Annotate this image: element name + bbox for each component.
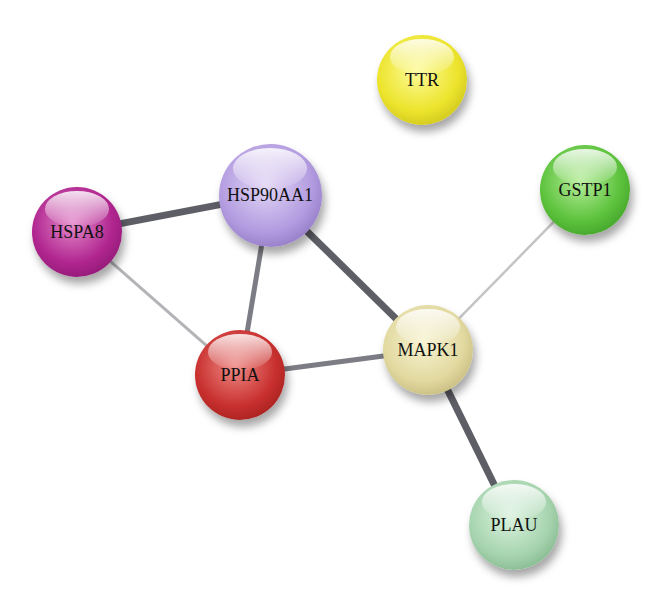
protein-node: MAPK1: [383, 305, 473, 395]
protein-node: PPIA: [195, 330, 285, 420]
node-label: TTR: [405, 70, 439, 91]
node-label: MAPK1: [397, 340, 458, 361]
interaction-edge: [109, 260, 207, 346]
gloss-highlight: [45, 191, 110, 227]
node-label: HSPA8: [50, 222, 103, 243]
interaction-edge: [447, 389, 495, 487]
protein-node: HSPA8: [32, 187, 122, 277]
interaction-edge: [458, 221, 555, 320]
node-label: HSP90AA1: [227, 185, 313, 206]
protein-node: GSTP1: [540, 145, 630, 235]
protein-node: HSP90AA1: [219, 144, 322, 247]
interaction-edge: [119, 204, 221, 224]
gloss-highlight: [553, 149, 618, 185]
node-label: GSTP1: [558, 180, 611, 201]
protein-node: PLAU: [469, 480, 559, 570]
node-label: PPIA: [220, 365, 259, 386]
gloss-highlight: [208, 334, 273, 370]
protein-node: TTR: [377, 35, 467, 125]
interaction-edge: [283, 356, 386, 370]
gloss-highlight: [482, 484, 547, 520]
gloss-highlight: [233, 148, 307, 189]
gloss-highlight: [390, 39, 455, 75]
node-label: PLAU: [490, 515, 537, 536]
interaction-edge: [247, 244, 262, 333]
gloss-highlight: [396, 309, 461, 345]
interaction-edge: [305, 230, 397, 320]
